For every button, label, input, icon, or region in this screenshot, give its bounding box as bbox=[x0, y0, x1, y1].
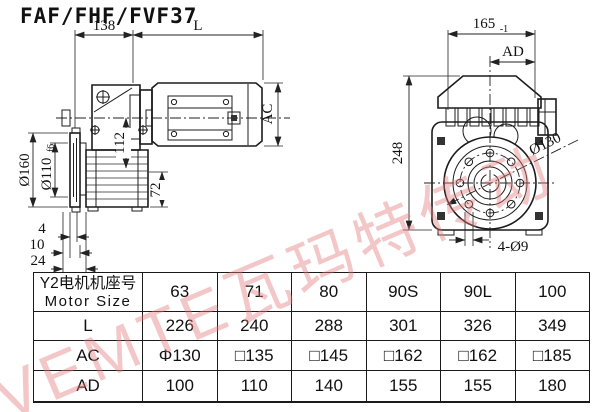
table-cell: 349 bbox=[514, 311, 590, 341]
dim-72: 72 bbox=[148, 171, 168, 208]
row-label: AC bbox=[33, 340, 143, 371]
table-cell: □135 bbox=[216, 340, 292, 371]
foot-left bbox=[437, 229, 455, 236]
dim-L: L bbox=[132, 18, 264, 80]
dim-spigot: Ø110 f6 bbox=[39, 142, 68, 198]
svg-text:f6: f6 bbox=[46, 144, 57, 152]
column-header: 90S bbox=[365, 272, 441, 312]
gear-housing bbox=[79, 84, 149, 212]
svg-text:L: L bbox=[193, 18, 202, 34]
foot-right bbox=[525, 229, 543, 236]
housing-cap bbox=[437, 75, 542, 109]
table-cell: 100 bbox=[142, 370, 218, 403]
svg-text:248: 248 bbox=[390, 142, 406, 165]
dim-holes: 4-Ø9 bbox=[449, 212, 528, 255]
table-cell: 110 bbox=[216, 370, 292, 403]
svg-text:4-Ø9: 4-Ø9 bbox=[498, 239, 529, 255]
table-cell: □145 bbox=[291, 340, 367, 371]
dim-165: 165 -1 bbox=[447, 16, 536, 110]
table-cell: 140 bbox=[291, 370, 367, 403]
spec-table: Y2电机机座号 Motor Size 63 71 80 90S 90L 100 … bbox=[33, 272, 590, 403]
svg-text:112: 112 bbox=[112, 132, 128, 154]
svg-text:Ø160: Ø160 bbox=[17, 153, 33, 186]
table-cell: □162 bbox=[440, 340, 516, 371]
column-header: 90L bbox=[440, 272, 516, 312]
dim-flange-od: Ø160 bbox=[17, 132, 68, 208]
motor-size-header-en: Motor Size bbox=[44, 292, 132, 310]
dim-138: 138 bbox=[74, 18, 134, 128]
svg-text:-1: -1 bbox=[500, 24, 508, 35]
dim-AD: AD bbox=[489, 44, 536, 66]
dim-AC: AC bbox=[260, 82, 283, 147]
table-cell: □162 bbox=[365, 340, 441, 371]
svg-text:24: 24 bbox=[31, 253, 47, 269]
svg-text:165: 165 bbox=[473, 16, 496, 32]
table-row-AD: AD 100 110 140 155 155 180 bbox=[33, 370, 590, 403]
svg-text:Ø110: Ø110 bbox=[39, 158, 55, 191]
column-header: 80 bbox=[291, 272, 367, 312]
dim-step-10: 10 bbox=[30, 237, 92, 258]
motor-adapter bbox=[129, 89, 153, 145]
row-label: AD bbox=[33, 370, 143, 403]
dim-step-24: 24 bbox=[31, 212, 98, 272]
table-cell: 155 bbox=[365, 370, 441, 403]
dim-112: 112 bbox=[112, 117, 131, 169]
table-cell: 301 bbox=[365, 311, 441, 341]
motor-size-header: Y2电机机座号 Motor Size bbox=[33, 272, 143, 312]
table-cell: 240 bbox=[216, 311, 292, 341]
mount-holes bbox=[437, 137, 543, 220]
table-row-AC: AC Φ130 □135 □145 □162 □162 □185 bbox=[33, 340, 590, 371]
table-cell: 326 bbox=[440, 311, 516, 341]
svg-text:10: 10 bbox=[30, 237, 45, 253]
column-header: 63 bbox=[142, 272, 218, 312]
svg-text:138: 138 bbox=[93, 18, 116, 34]
table-row-L: L 226 240 288 301 326 349 bbox=[33, 311, 590, 341]
table-cell: 180 bbox=[514, 370, 590, 403]
motor-size-header-cn: Y2电机机座号 bbox=[39, 274, 137, 292]
table-cell: 226 bbox=[142, 311, 218, 341]
column-header: 71 bbox=[216, 272, 292, 312]
table-cell: 288 bbox=[291, 311, 367, 341]
table-cell: □185 bbox=[514, 340, 590, 371]
side-cover bbox=[537, 98, 557, 136]
housing-ribs bbox=[86, 156, 148, 200]
table-cell: 155 bbox=[440, 370, 516, 403]
svg-text:4: 4 bbox=[38, 221, 46, 237]
drawing-title: FAF/FHF/FVF37 bbox=[20, 4, 198, 28]
front-view: 165 -1 AD 248 Ø130 bbox=[390, 16, 579, 255]
svg-text:AC: AC bbox=[260, 104, 276, 125]
dim-step-4: 4 bbox=[38, 212, 89, 272]
side-view: 138 L AC Ø160 bbox=[17, 18, 290, 272]
svg-text:72: 72 bbox=[148, 183, 164, 198]
dim-248: 248 bbox=[390, 75, 460, 231]
shaft-cover bbox=[61, 109, 71, 127]
svg-text:AD: AD bbox=[502, 44, 524, 60]
technical-drawing: 138 L AC Ø160 bbox=[17, 16, 579, 272]
row-label: L bbox=[33, 311, 143, 341]
column-header: 100 bbox=[514, 272, 590, 312]
motor-body bbox=[145, 82, 263, 147]
cooling-fins bbox=[445, 107, 540, 127]
output-flange bbox=[61, 109, 81, 213]
table-cell: Φ130 bbox=[142, 340, 218, 371]
table-header-row: Y2电机机座号 Motor Size 63 71 80 90S 90L 100 bbox=[33, 272, 590, 312]
